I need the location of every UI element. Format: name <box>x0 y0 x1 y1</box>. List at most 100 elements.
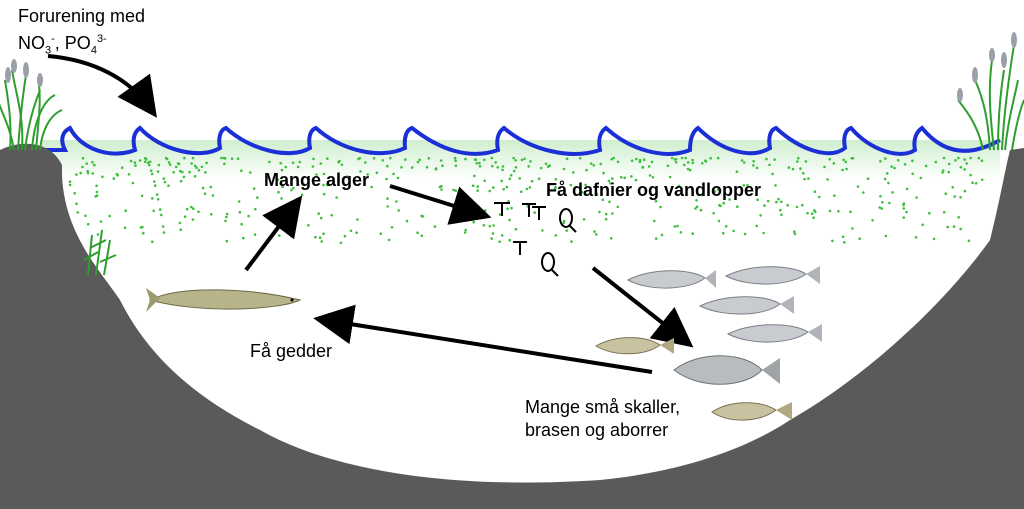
algae-dot <box>602 171 605 175</box>
algae-dot <box>648 174 652 177</box>
algae-dot <box>197 210 200 214</box>
algae-dot <box>356 218 359 221</box>
algae-dot <box>396 176 400 180</box>
algae-dot <box>296 183 300 186</box>
algae-dot <box>691 188 694 192</box>
algae-dot <box>795 205 799 209</box>
algae-dot <box>181 170 184 174</box>
algae-dot <box>99 220 103 223</box>
algae-dot <box>319 216 323 220</box>
algae-dot <box>225 215 228 219</box>
algae-dot <box>501 168 504 172</box>
algae-dot <box>593 230 596 233</box>
algae-dot <box>673 225 677 228</box>
algae-dot <box>268 160 271 164</box>
algae-dot <box>453 156 457 160</box>
algae-dot <box>179 179 183 183</box>
algae-dot <box>974 182 978 185</box>
algae-dot <box>941 171 944 174</box>
algae-dot <box>319 162 323 165</box>
algae-dot <box>434 167 438 170</box>
algae-dot <box>967 239 971 243</box>
algae-dot <box>743 232 747 236</box>
algae-dot <box>192 207 195 210</box>
algae-dot <box>942 211 946 214</box>
few-pike-label: Få gedder <box>250 341 333 361</box>
algae-dot <box>298 160 302 164</box>
algae-dot <box>718 204 721 207</box>
algae-dot <box>610 157 613 161</box>
algae-dot <box>740 159 744 162</box>
algae-dot <box>510 206 513 210</box>
algae-dot <box>616 160 620 164</box>
algae-dot <box>752 164 755 167</box>
roach-fish-3 <box>698 296 794 315</box>
algae-dot <box>642 158 646 161</box>
algae-dot <box>911 159 914 163</box>
algae-dot <box>249 171 252 174</box>
algae-dot <box>185 207 189 211</box>
phosphate-charge: 3- <box>96 33 107 45</box>
algae-dot <box>980 159 984 162</box>
algae-dots <box>68 156 984 245</box>
algae-dot <box>500 234 504 237</box>
algae-dot <box>679 231 683 234</box>
nitrate-text: NO <box>18 33 45 53</box>
algae-dot <box>464 228 468 232</box>
algae-dot <box>280 168 284 172</box>
algae-dot <box>806 211 809 215</box>
algae-dot <box>871 219 874 222</box>
algae-dot <box>464 157 467 161</box>
algae-dot <box>812 216 815 219</box>
algae-dot <box>211 194 215 197</box>
algae-dot <box>68 183 72 187</box>
algae-dot <box>131 181 135 185</box>
algae-dot <box>712 212 715 215</box>
algae-dot <box>452 188 455 192</box>
algae-dot <box>903 163 907 166</box>
algae-dot <box>200 165 204 169</box>
algae-dot <box>813 190 817 193</box>
algae-dot <box>193 164 197 168</box>
pike-to-algae-arrow <box>244 195 303 272</box>
algae-dot <box>879 159 882 163</box>
algae-dot <box>197 168 201 172</box>
many-fish-label: Mange små skaller, brasen og aborrer <box>525 396 680 442</box>
algae-dot <box>957 216 960 219</box>
perch-fish-2 <box>711 402 792 421</box>
algae-dot <box>191 156 195 160</box>
algae-dot <box>752 160 755 163</box>
algae-dot <box>151 240 154 243</box>
algae-dot <box>75 173 78 176</box>
algae-dot <box>928 211 931 215</box>
algae-dot <box>595 193 599 196</box>
algae-dot <box>178 221 182 225</box>
algae-dot <box>288 226 291 230</box>
algae-dot <box>483 158 486 162</box>
algae-dot <box>883 177 887 181</box>
algae-dot <box>833 194 836 197</box>
algae-dot <box>295 210 299 214</box>
nitrate-sub: 3 <box>45 44 52 57</box>
algae-dot <box>440 184 443 188</box>
algae-dot <box>765 157 768 161</box>
algae-dot <box>823 165 826 169</box>
algae-dot <box>911 172 914 176</box>
algae-dot <box>238 210 242 214</box>
algae-dot <box>828 157 832 161</box>
algae-dot <box>86 169 89 173</box>
algae-dot <box>159 213 163 217</box>
algae-dot <box>410 166 414 169</box>
algae-dot <box>884 234 888 238</box>
algae-dot <box>921 223 924 227</box>
algae-dot <box>843 241 846 244</box>
algae-dot <box>315 173 318 176</box>
algae-dot <box>701 162 704 165</box>
algae-dot <box>651 176 655 179</box>
algae-dot <box>156 170 160 173</box>
algae-dot <box>674 161 678 164</box>
algae-dot <box>322 172 326 176</box>
algae-dot <box>722 201 725 205</box>
algae-to-daphnia-arrow <box>389 184 492 225</box>
algae-dot <box>813 209 816 212</box>
